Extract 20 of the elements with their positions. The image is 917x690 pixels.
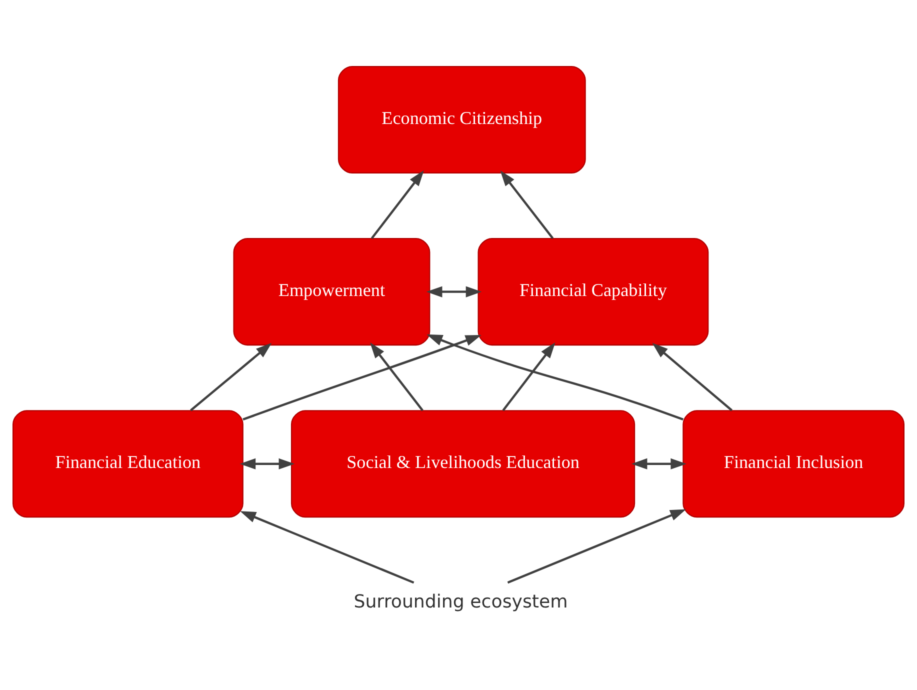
arrow [426, 334, 684, 420]
arrow [190, 342, 272, 412]
arrow [242, 334, 482, 421]
node-box: Financial Capability [478, 238, 709, 346]
arrow [507, 509, 686, 584]
arrow [631, 458, 687, 470]
arrow [502, 342, 556, 412]
arrow [652, 342, 733, 412]
node-box: Economic Citizenship [338, 66, 586, 174]
arrow [370, 342, 424, 412]
arrow [370, 170, 424, 240]
arrow [426, 286, 482, 298]
arrow [240, 458, 295, 470]
node-text: Surrounding ecosystem [354, 591, 568, 612]
arrow [240, 511, 414, 584]
node-box: Financial Education [12, 410, 244, 518]
arrow [500, 170, 554, 240]
node-box: Empowerment [233, 238, 430, 346]
node-box: Social & Livelihoods Education [290, 410, 636, 518]
node-box: Financial Inclusion [682, 410, 904, 518]
